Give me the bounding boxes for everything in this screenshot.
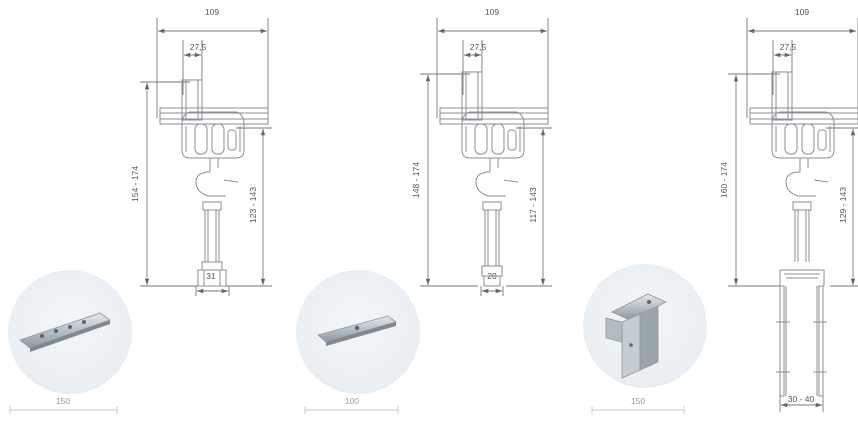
product-2: 100 bbox=[296, 270, 420, 414]
bottom-dimension-label: 31 bbox=[206, 271, 216, 281]
scale-label: 150 bbox=[56, 396, 70, 406]
trolley-hanger-drawing bbox=[749, 71, 858, 397]
inner-height-dimension-label: 123 - 143 bbox=[248, 187, 258, 223]
width-dimension-label: 109 bbox=[485, 7, 499, 17]
trolley-hanger-drawing bbox=[159, 79, 269, 287]
width-dimension-label: 109 bbox=[205, 7, 219, 17]
diagram-2: 109 27,5 148 - 174 117 - 143 20 bbox=[411, 7, 552, 296]
width-dimension-label: 109 bbox=[795, 7, 809, 17]
offset-dimension-label: 27,5 bbox=[470, 42, 487, 52]
offset-dimension-label: 27,5 bbox=[780, 42, 797, 52]
flat-connector-plate-icon bbox=[19, 312, 111, 352]
total-height-dimension-label: 154 - 174 bbox=[130, 166, 140, 202]
diagram-3: 109 27,5 160 - 174 129 - 143 30 - 40 bbox=[719, 7, 858, 412]
angle-bracket-icon bbox=[605, 293, 667, 379]
trolley-hanger-drawing bbox=[439, 71, 549, 287]
scale-label: 150 bbox=[631, 396, 645, 406]
scale-label: 100 bbox=[345, 396, 359, 406]
short-connector-plate-icon bbox=[317, 315, 397, 346]
inner-height-dimension-label: 117 - 143 bbox=[528, 187, 538, 223]
total-height-dimension-label: 160 - 174 bbox=[719, 162, 729, 198]
offset-dimension-label: 27,5 bbox=[190, 42, 207, 52]
total-height-dimension-label: 148 - 174 bbox=[411, 162, 421, 198]
bottom-dimension-label: 30 - 40 bbox=[788, 394, 815, 404]
product-3: 150 bbox=[583, 264, 707, 414]
inner-height-dimension-label: 129 - 143 bbox=[838, 187, 848, 223]
diagram-1: 109 27,5 154 - 174 123 - 143 31 bbox=[130, 7, 272, 296]
product-1: 150 bbox=[8, 270, 132, 414]
